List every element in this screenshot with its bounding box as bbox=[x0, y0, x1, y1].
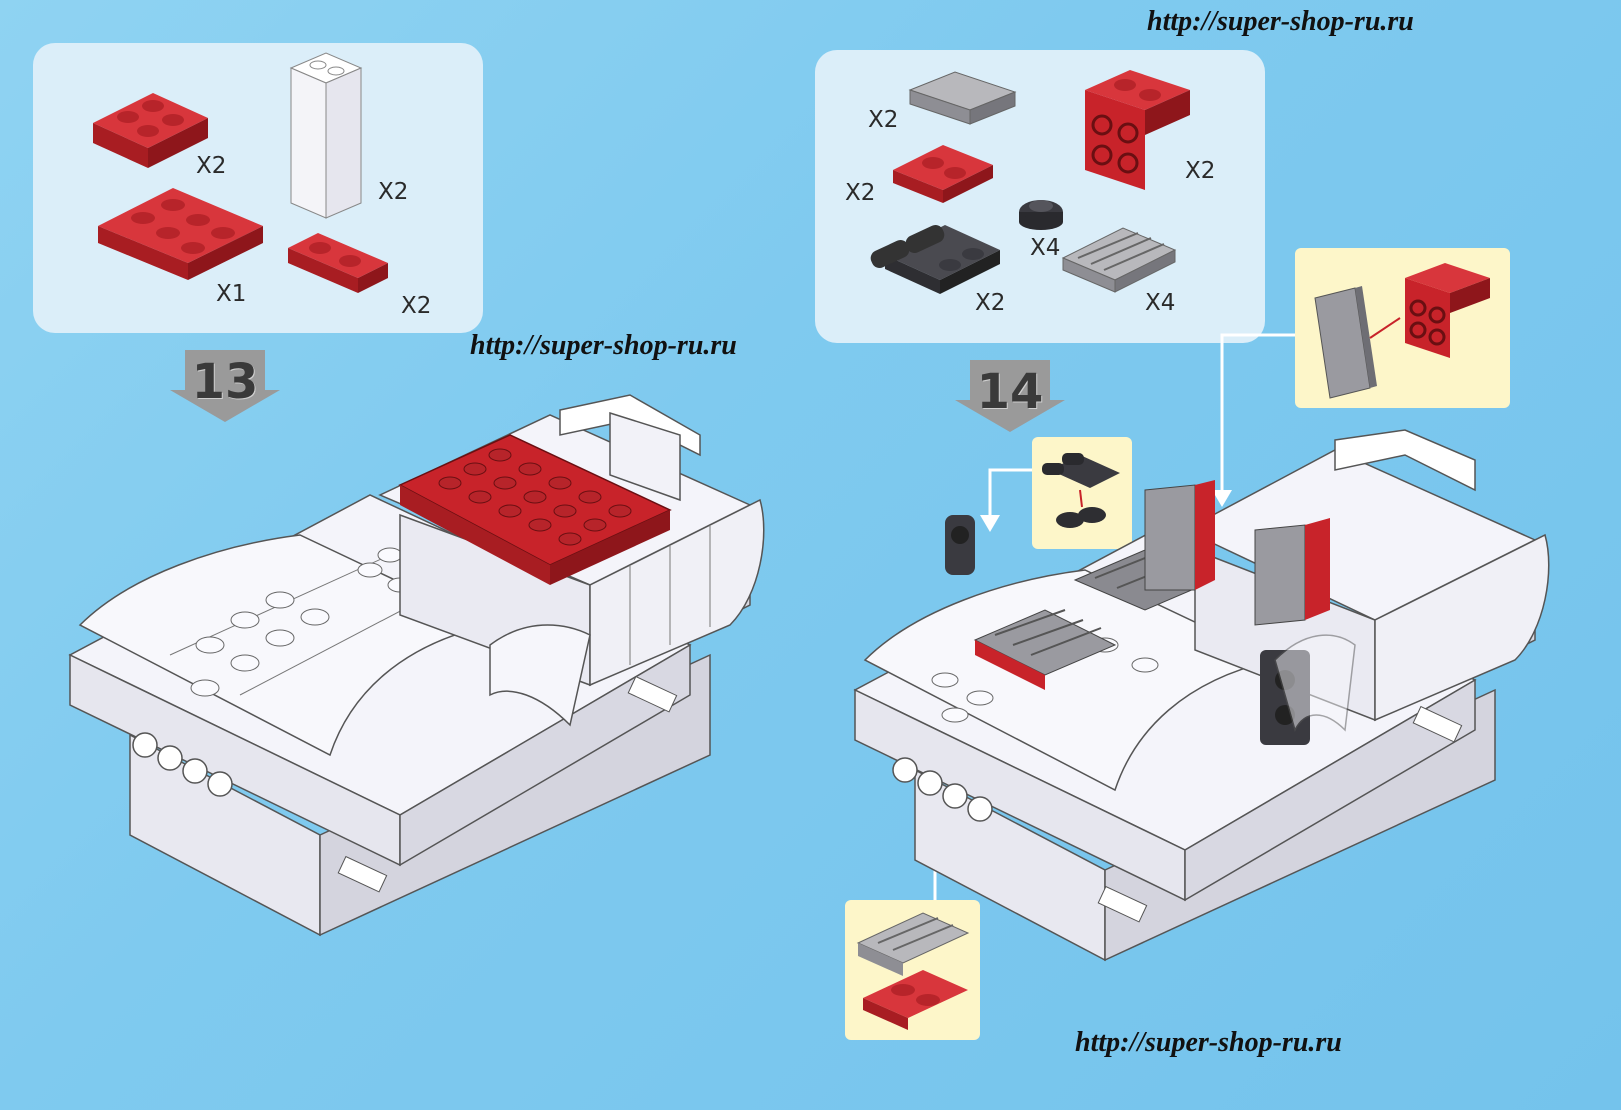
grille-and-plate-icon bbox=[856, 912, 970, 1030]
tile-and-bracket-icon bbox=[1314, 263, 1490, 399]
qty-label: X4 bbox=[1030, 235, 1061, 261]
step14-car-model bbox=[853, 429, 1550, 962]
red-2x2-plate-icon bbox=[93, 93, 208, 168]
step-number: 13 bbox=[191, 354, 259, 410]
watermark-url-bottom: http://super-shop-ru.ru bbox=[1075, 1027, 1342, 1058]
callout-bracket-tile bbox=[1295, 248, 1510, 408]
qty-label: X4 bbox=[1145, 290, 1176, 316]
down-arrow-icon bbox=[955, 360, 1065, 432]
step13-number-arrow: 13 bbox=[170, 350, 280, 430]
step13-car-model bbox=[68, 394, 765, 937]
grey-tile-icon bbox=[908, 71, 1017, 125]
black-clip-plate-icon bbox=[870, 225, 1000, 294]
watermark-url-middle: http://super-shop-ru.ru bbox=[470, 330, 737, 361]
callout-grille-plate bbox=[845, 900, 980, 1040]
qty-label: X2 bbox=[378, 179, 409, 205]
qty-label: X2 bbox=[845, 180, 876, 206]
red-1x2-plate-icon bbox=[893, 145, 993, 203]
white-panel-icon bbox=[289, 52, 363, 219]
qty-label: X2 bbox=[196, 153, 227, 179]
step14-number-arrow: 14 bbox=[955, 360, 1065, 440]
black-round-plate-icon bbox=[1019, 200, 1063, 230]
qty-label: X2 bbox=[401, 293, 432, 319]
qty-label: X2 bbox=[1185, 158, 1216, 184]
red-bracket-icon bbox=[1085, 70, 1190, 190]
down-arrow-icon bbox=[170, 350, 280, 422]
qty-label: X2 bbox=[868, 107, 899, 133]
step13-parts-panel: X2 X2 X1 X2 bbox=[33, 43, 483, 333]
callout-clip-plate bbox=[1032, 437, 1132, 549]
grey-grille-icon bbox=[1061, 227, 1177, 293]
black-clip-plate-icon bbox=[1042, 453, 1120, 528]
qty-label: X2 bbox=[975, 290, 1006, 316]
step-number: 14 bbox=[976, 364, 1044, 420]
red-1x2-plate-icon bbox=[288, 233, 388, 293]
qty-label: X1 bbox=[216, 281, 247, 307]
watermark-url-top: http://super-shop-ru.ru bbox=[1147, 6, 1414, 37]
step14-parts-panel: X2 X2 X2 X4 X2 bbox=[815, 50, 1265, 343]
red-2x3-plate-icon bbox=[98, 188, 263, 280]
